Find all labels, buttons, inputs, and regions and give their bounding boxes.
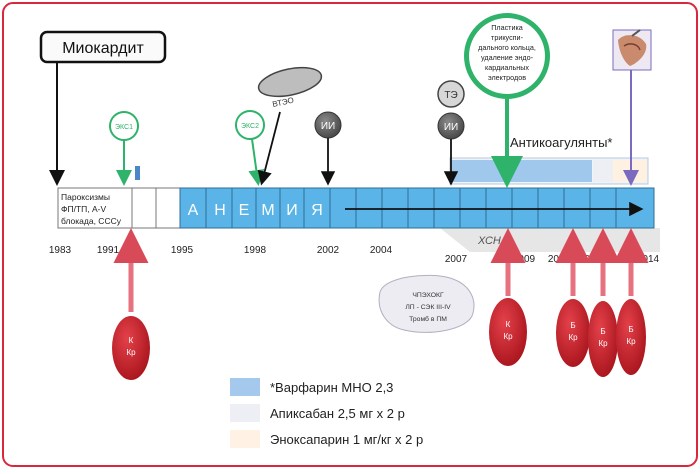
te-circle (437, 80, 465, 108)
vtso-label: ВТЭО (272, 96, 295, 109)
warfarin-bar (452, 160, 592, 182)
anemia-segment (179, 187, 655, 229)
year-1995: 1995 (171, 245, 194, 256)
segment-blank-1 (131, 187, 157, 229)
year-2004: 2004 (370, 245, 393, 256)
eks2-arrow (248, 138, 265, 186)
anemia-letter-a: А (188, 202, 199, 219)
legend-label-warfarin: *Варфарин МНО 2,3 (270, 380, 393, 395)
legend-label-enoxaparin: Эноксапарин 1 мг/кг х 2 р (270, 432, 423, 447)
year-2009: 2009 (513, 254, 536, 265)
anemia-letter-m: М (261, 202, 274, 219)
timeline-cell-lines (205, 188, 617, 228)
bleeding-drop-1991: К Кр (112, 316, 150, 380)
legend-label-apixaban: Апиксабан 2,5 мг х 2 р (270, 406, 405, 421)
bleeding-drop-2009: К Кр (489, 298, 527, 366)
drop-2012-label-2: Кр (568, 333, 578, 342)
shadow-band (440, 228, 660, 252)
surgery-note-line-1: Пластика (491, 23, 523, 32)
surgery-note-line-4: удаление эндо- (481, 53, 534, 62)
drop-1991-label-1: К (129, 336, 134, 345)
year-2002: 2002 (317, 245, 340, 256)
drop-1991-label-2: Кр (126, 348, 136, 357)
vtso-arrow (257, 111, 281, 186)
surgery-note-line-3: дального кольца, (478, 43, 536, 52)
first-segment-line-3: блокада, СССу (61, 216, 122, 226)
legend: *Варфарин МНО 2,3 Апиксабан 2,5 мг х 2 р… (230, 378, 423, 448)
surgery-note-line-2: трикуспи- (491, 33, 524, 42)
ii-2007-label: ИИ (444, 122, 458, 133)
drop-2014-label-1: Б (628, 325, 633, 334)
bubble-line-3: Тромб в ПМ (409, 315, 447, 323)
bleeding-drop-2013: Б Кр (588, 301, 618, 377)
drop-2013-label-1: Б (600, 327, 605, 336)
anemia-letter-i: И (286, 202, 298, 219)
year-2014: 2014 (637, 254, 660, 265)
legend-swatch-apixaban (230, 404, 260, 422)
drop-2009-label-2: Кр (503, 332, 513, 341)
year-2013: 2013 (579, 254, 602, 265)
surgery-note-line-6: электродов (488, 73, 526, 82)
surgery-circle-inner (469, 18, 545, 94)
apixaban-bar (593, 160, 613, 182)
eks2-circle (235, 110, 265, 140)
anticoag-label: Антикоагулянты* (510, 135, 612, 150)
first-segment-line-2: ФП/ТП, A-V (61, 204, 106, 214)
myocarditis-label: Миокардит (62, 40, 144, 57)
drop-2013-label-2: Кр (598, 339, 608, 348)
bubble-line-2: ЛП - СЭК III-IV (405, 304, 451, 311)
eks1-label: ЭКС1 (115, 124, 133, 131)
ii-2002-label: ИИ (321, 121, 335, 132)
eks2-label: ЭКС2 (241, 123, 259, 130)
vtso-ellipse (257, 66, 323, 98)
surgery-note-line-5: кардиальных (485, 63, 529, 72)
myocarditis-box (39, 30, 167, 64)
legend-swatch-warfarin (230, 378, 260, 396)
anemia-letter-ya: Я (311, 202, 323, 219)
first-segment-line-1: Пароксизмы (61, 192, 110, 202)
bubble-line-1: ЧПЭХОКГ (412, 292, 444, 299)
te-label: ТЭ (444, 90, 457, 101)
segment-first (57, 187, 133, 229)
year-1998: 1998 (244, 245, 267, 256)
tee-bubble: ЧПЭХОКГ ЛП - СЭК III-IV Тромб в ПМ (378, 274, 475, 333)
heart-image (612, 29, 652, 71)
year-2012: 2012 (548, 254, 571, 265)
bleeding-drop-2012: Б Кр (556, 299, 590, 367)
drop-2009-label-1: К (506, 320, 511, 329)
year-1991: 1991 (97, 245, 120, 256)
bleeding-drop-2014: Б Кр (616, 299, 646, 375)
year-1983: 1983 (49, 245, 72, 256)
xsn-label: ХСН (477, 235, 501, 247)
drop-2014-label-2: Кр (626, 337, 636, 346)
segment-blank-2 (155, 187, 181, 229)
anemia-letter-n: Н (214, 202, 226, 219)
legend-swatch-enoxaparin (230, 430, 260, 448)
anemia-letter-e: Е (239, 202, 250, 219)
drop-2012-label-1: Б (570, 321, 575, 330)
small-blue-mark (135, 166, 140, 180)
year-2007: 2007 (445, 254, 468, 265)
